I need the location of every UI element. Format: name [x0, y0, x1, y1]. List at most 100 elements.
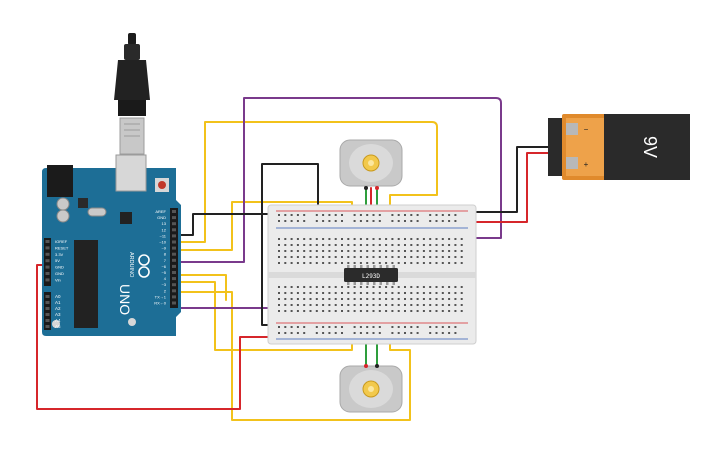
- breadboard-hole[interactable]: [391, 304, 394, 306]
- breadboard-hole[interactable]: [397, 286, 400, 288]
- breadboard-hole[interactable]: [416, 298, 419, 300]
- breadboard-hole[interactable]: [353, 220, 356, 222]
- breadboard-hole[interactable]: [460, 304, 463, 306]
- breadboard-hole[interactable]: [341, 214, 343, 216]
- breadboard-hole[interactable]: [341, 250, 343, 252]
- breadboard-hole[interactable]: [448, 250, 451, 252]
- digital-pin[interactable]: [172, 228, 176, 232]
- digital-pin[interactable]: [172, 264, 176, 268]
- breadboard-hole[interactable]: [416, 262, 419, 264]
- breadboard-hole[interactable]: [385, 262, 388, 264]
- breadboard-hole[interactable]: [366, 298, 369, 300]
- digital-pin[interactable]: [172, 277, 176, 281]
- breadboard-hole[interactable]: [284, 214, 287, 216]
- black-wire-battery-neg[interactable]: [467, 146, 557, 213]
- breadboard-hole[interactable]: [435, 244, 438, 246]
- breadboard-hole[interactable]: [347, 250, 350, 252]
- breadboard-hole[interactable]: [448, 286, 451, 288]
- yellow-wire-bottom[interactable]: [176, 291, 411, 421]
- breadboard-hole[interactable]: [416, 304, 419, 306]
- breadboard-hole[interactable]: [448, 310, 451, 312]
- breadboard-hole[interactable]: [422, 304, 425, 306]
- breadboard-hole[interactable]: [366, 310, 369, 312]
- breadboard-hole[interactable]: [359, 220, 362, 222]
- breadboard-hole[interactable]: [353, 238, 356, 240]
- breadboard-hole[interactable]: [454, 220, 457, 222]
- breadboard-hole[interactable]: [284, 326, 287, 328]
- breadboard-hole[interactable]: [372, 244, 375, 246]
- breadboard-hole[interactable]: [372, 326, 375, 328]
- breadboard-hole[interactable]: [410, 298, 413, 300]
- breadboard-hole[interactable]: [315, 298, 318, 300]
- breadboard-hole[interactable]: [448, 220, 451, 222]
- breadboard-hole[interactable]: [410, 220, 413, 222]
- breadboard-hole[interactable]: [410, 304, 413, 306]
- breadboard-hole[interactable]: [391, 244, 394, 246]
- breadboard-hole[interactable]: [315, 304, 318, 306]
- breadboard-hole[interactable]: [366, 286, 369, 288]
- breadboard-hole[interactable]: [404, 332, 406, 334]
- breadboard-hole[interactable]: [435, 262, 438, 264]
- breadboard-hole[interactable]: [322, 256, 325, 258]
- breadboard-hole[interactable]: [290, 304, 293, 306]
- breadboard-hole[interactable]: [359, 304, 362, 306]
- breadboard-hole[interactable]: [397, 262, 400, 264]
- breadboard-hole[interactable]: [315, 286, 318, 288]
- breadboard-hole[interactable]: [278, 310, 280, 312]
- breadboard-hole[interactable]: [378, 250, 381, 252]
- breadboard-hole[interactable]: [435, 332, 438, 334]
- analog-pin[interactable]: [45, 319, 50, 322]
- breadboard-hole[interactable]: [454, 262, 457, 264]
- breadboard-hole[interactable]: [347, 256, 350, 258]
- breadboard-hole[interactable]: [334, 332, 337, 334]
- breadboard-hole[interactable]: [278, 214, 280, 216]
- breadboard-hole[interactable]: [397, 244, 400, 246]
- breadboard-hole[interactable]: [328, 326, 331, 328]
- breadboard-hole[interactable]: [341, 326, 343, 328]
- breadboard-hole[interactable]: [385, 292, 388, 294]
- breadboard-hole[interactable]: [460, 244, 463, 246]
- breadboard-hole[interactable]: [284, 304, 287, 306]
- purple-wire-top[interactable]: [176, 97, 502, 263]
- breadboard-hole[interactable]: [441, 326, 444, 328]
- breadboard-hole[interactable]: [404, 326, 406, 328]
- breadboard-hole[interactable]: [278, 220, 280, 222]
- breadboard-hole[interactable]: [454, 256, 457, 258]
- breadboard-hole[interactable]: [278, 298, 280, 300]
- breadboard-hole[interactable]: [378, 286, 381, 288]
- breadboard-hole[interactable]: [397, 310, 400, 312]
- breadboard-hole[interactable]: [410, 292, 413, 294]
- breadboard-hole[interactable]: [334, 244, 337, 246]
- breadboard-hole[interactable]: [372, 304, 375, 306]
- breadboard-hole[interactable]: [347, 298, 350, 300]
- breadboard-hole[interactable]: [290, 298, 293, 300]
- breadboard-hole[interactable]: [397, 220, 400, 222]
- breadboard-hole[interactable]: [296, 292, 299, 294]
- breadboard-hole[interactable]: [429, 256, 432, 258]
- breadboard-hole[interactable]: [353, 256, 356, 258]
- breadboard-hole[interactable]: [303, 304, 306, 306]
- breadboard-hole[interactable]: [404, 262, 406, 264]
- breadboard-hole[interactable]: [328, 332, 331, 334]
- breadboard-hole[interactable]: [328, 292, 331, 294]
- breadboard-hole[interactable]: [378, 244, 381, 246]
- breadboard-hole[interactable]: [303, 292, 306, 294]
- breadboard-hole[interactable]: [435, 286, 438, 288]
- breadboard-hole[interactable]: [303, 332, 306, 334]
- breadboard-hole[interactable]: [334, 250, 337, 252]
- breadboard-hole[interactable]: [278, 292, 280, 294]
- breadboard-hole[interactable]: [353, 332, 356, 334]
- breadboard-hole[interactable]: [372, 250, 375, 252]
- breadboard-hole[interactable]: [366, 256, 369, 258]
- breadboard-hole[interactable]: [334, 326, 337, 328]
- breadboard-hole[interactable]: [303, 238, 306, 240]
- breadboard-hole[interactable]: [359, 326, 362, 328]
- breadboard-hole[interactable]: [315, 214, 318, 216]
- yellow-wire-motor-top[interactable]: [176, 274, 227, 301]
- breadboard-hole[interactable]: [347, 286, 350, 288]
- breadboard-hole[interactable]: [391, 256, 394, 258]
- breadboard-hole[interactable]: [341, 220, 343, 222]
- breadboard-hole[interactable]: [334, 262, 337, 264]
- breadboard-hole[interactable]: [322, 286, 325, 288]
- breadboard-hole[interactable]: [296, 256, 299, 258]
